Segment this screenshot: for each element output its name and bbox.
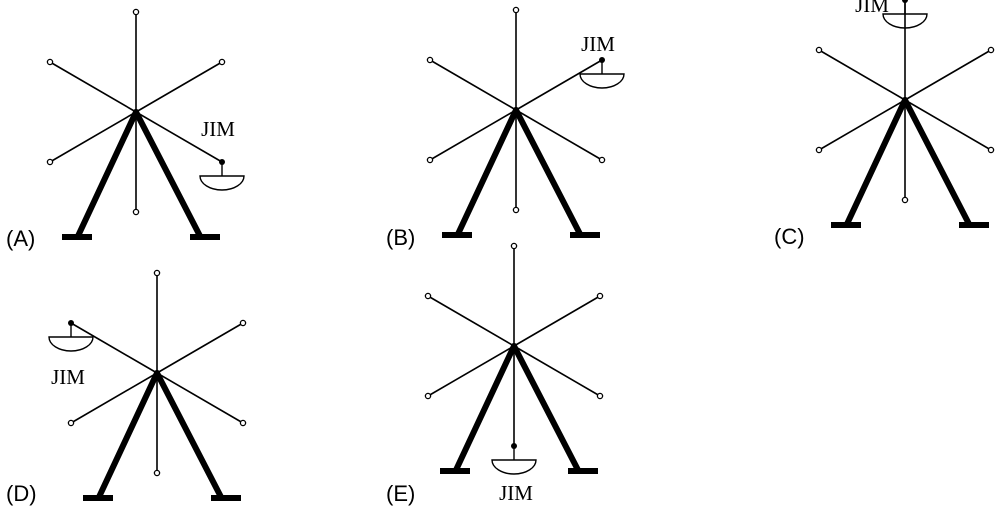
rim-point xyxy=(218,58,226,66)
cabin-jim xyxy=(882,0,928,29)
rim-point xyxy=(512,206,520,214)
cabin-jim xyxy=(579,57,625,89)
wheel-spoke xyxy=(429,59,517,111)
right-foot xyxy=(190,234,220,240)
left-support-leg xyxy=(453,343,517,473)
rim-point xyxy=(46,158,54,166)
support-frame xyxy=(442,107,600,238)
wheel-spoke xyxy=(904,49,992,101)
wheel-spoke xyxy=(70,372,158,424)
option-d: (D) JIM xyxy=(6,269,247,506)
rim-point xyxy=(815,46,823,54)
support-frame xyxy=(83,370,241,501)
option-a: (A) JIM xyxy=(6,8,245,251)
rim-point xyxy=(46,58,54,66)
right-foot xyxy=(570,232,600,238)
rim-point xyxy=(67,419,75,427)
cabin-seat xyxy=(491,459,537,475)
left-support-leg xyxy=(96,370,160,500)
wheel-spoke xyxy=(156,322,244,374)
rim-point xyxy=(132,8,140,16)
cabin-jim xyxy=(199,159,245,191)
right-support-leg xyxy=(511,343,581,473)
right-foot xyxy=(568,468,598,474)
rim-point xyxy=(424,292,432,300)
right-foot xyxy=(211,495,241,501)
right-support-leg xyxy=(902,97,972,227)
cabin-seat xyxy=(48,336,94,352)
rim-point xyxy=(153,269,161,277)
left-foot xyxy=(440,468,470,474)
rim-point xyxy=(815,146,823,154)
rim-point xyxy=(239,419,247,427)
wheel-spoke xyxy=(515,59,603,111)
rim-point xyxy=(901,196,909,204)
rim-point xyxy=(426,56,434,64)
rim-point xyxy=(153,469,161,477)
support-frame xyxy=(831,97,989,228)
cabin-name-label: JIM xyxy=(201,117,235,141)
wheel-spoke xyxy=(427,295,515,347)
rim-point xyxy=(987,46,995,54)
left-foot xyxy=(62,234,92,240)
rim-point xyxy=(424,392,432,400)
cabin-seat xyxy=(579,73,625,89)
rim-point xyxy=(512,6,520,14)
wheel-spoke xyxy=(904,99,992,151)
wheel-spoke xyxy=(135,111,223,163)
option-label: (C) xyxy=(774,224,805,249)
cabin-jim xyxy=(48,320,94,352)
left-support-leg xyxy=(455,107,519,237)
wheel-spoke xyxy=(818,99,906,151)
wheel-spoke xyxy=(156,372,244,424)
right-foot xyxy=(959,222,989,228)
option-c: (C) JIM xyxy=(774,0,995,249)
left-support-leg xyxy=(75,109,139,239)
cabin-seat xyxy=(199,175,245,191)
right-support-leg xyxy=(154,370,224,500)
rim-point xyxy=(596,392,604,400)
rim-point xyxy=(596,292,604,300)
wheel-spoke xyxy=(135,61,223,113)
support-frame xyxy=(62,109,220,240)
support-frame xyxy=(440,343,598,474)
wheel-spoke xyxy=(513,345,601,397)
option-label: (E) xyxy=(386,481,415,506)
option-b: (B) JIM xyxy=(386,6,625,250)
rim-point xyxy=(239,319,247,327)
rim-point xyxy=(598,156,606,164)
right-support-leg xyxy=(133,109,203,239)
cabin-name-label: JIM xyxy=(855,0,889,17)
wheel-spoke xyxy=(818,49,906,101)
wheel-spoke xyxy=(429,109,517,161)
left-foot xyxy=(442,232,472,238)
rim-point xyxy=(426,156,434,164)
left-foot xyxy=(831,222,861,228)
wheel-spoke xyxy=(427,345,515,397)
wheel-spoke xyxy=(49,61,137,113)
rim-point xyxy=(510,242,518,250)
cabin-name-label: JIM xyxy=(51,365,85,389)
wheel-spoke xyxy=(70,322,158,374)
cabin-name-label: JIM xyxy=(581,32,615,56)
rim-point xyxy=(987,146,995,154)
left-support-leg xyxy=(844,97,908,227)
rim-point xyxy=(132,208,140,216)
wheel-spoke xyxy=(49,111,137,163)
option-e: (E) JIM xyxy=(386,242,604,506)
right-support-leg xyxy=(513,107,583,237)
left-foot xyxy=(83,495,113,501)
cabin-jim xyxy=(491,443,537,475)
option-label: (B) xyxy=(386,225,415,250)
cabin-seat xyxy=(882,13,928,29)
option-label: (A) xyxy=(6,226,35,251)
wheel-spoke xyxy=(515,109,603,161)
wheel-spoke xyxy=(513,295,601,347)
option-label: (D) xyxy=(6,481,37,506)
cabin-name-label: JIM xyxy=(499,481,533,505)
